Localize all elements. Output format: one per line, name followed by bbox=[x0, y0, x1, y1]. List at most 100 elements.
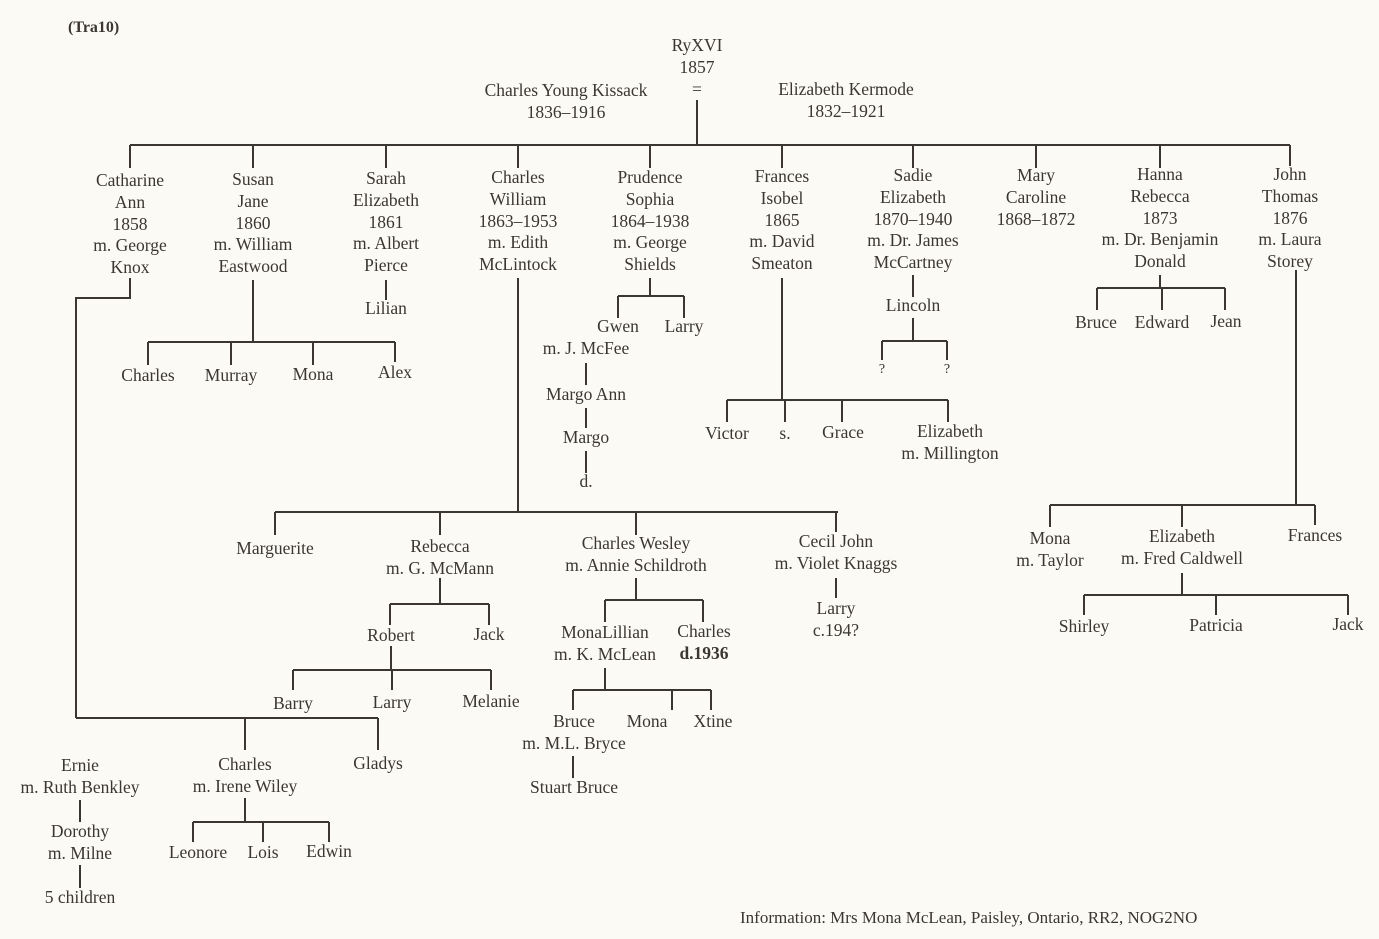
person-label-line: Bruce bbox=[1075, 312, 1117, 332]
person-label-line: Gwen bbox=[597, 316, 639, 336]
person-label-line: m. Millington bbox=[901, 442, 999, 463]
person-label-line: Victor bbox=[705, 423, 749, 443]
person-label-line: d.1936 bbox=[679, 642, 729, 663]
person-label-line: Margo bbox=[562, 427, 610, 447]
person-label-line: Larry bbox=[664, 316, 704, 336]
person-label-line: 1858 bbox=[112, 213, 148, 234]
person-label-line: Jack bbox=[473, 624, 505, 644]
person-label-line: m. Dr. Benjamin bbox=[1101, 229, 1219, 250]
person-label-line: Xtine bbox=[693, 711, 733, 731]
person-label-line: Rebecca bbox=[1130, 185, 1190, 206]
person-label-line: Alex bbox=[377, 362, 413, 382]
person-label-line: m. Ruth Benkley bbox=[20, 776, 140, 797]
person-p-larry: Larry bbox=[665, 316, 704, 338]
person-leonore: Leonore bbox=[169, 842, 227, 864]
person-label-line: m. Dr. James bbox=[867, 230, 959, 251]
person-label-line: Charles Young Kissack bbox=[484, 80, 648, 100]
person-label-line: Margo Ann bbox=[546, 384, 626, 404]
person-lincoln: Lincoln bbox=[886, 295, 940, 317]
person-label-line: Ernie bbox=[61, 755, 99, 775]
person-label-line: m. M.L. Bryce bbox=[522, 732, 626, 753]
person-label-line: Marguerite bbox=[236, 538, 314, 558]
person-label-line: Gladys bbox=[353, 753, 403, 773]
person-label-line: Charles bbox=[491, 167, 545, 187]
information-source: Information: Mrs Mona McLean, Paisley, O… bbox=[740, 908, 1198, 927]
person-label-line: Larry bbox=[372, 692, 412, 712]
person-label-line: Pierce bbox=[364, 255, 408, 276]
person-label-line: Mary bbox=[1017, 165, 1055, 185]
person-label-line: McLintock bbox=[479, 254, 557, 275]
person-label-line: 1836–1916 bbox=[526, 101, 606, 122]
person-shirley: Shirley bbox=[1059, 616, 1110, 638]
person-f-s: s. bbox=[779, 423, 790, 445]
person-label-line: m. Fred Caldwell bbox=[1121, 547, 1243, 568]
person-label-line: Lois bbox=[247, 842, 279, 862]
person-label-line: Sarah bbox=[366, 168, 406, 188]
person-label-line: John bbox=[1273, 164, 1307, 184]
person-label-line: m. Albert bbox=[352, 233, 420, 254]
person-label-line: Patricia bbox=[1189, 615, 1243, 635]
person-label-line: Larry bbox=[816, 598, 856, 618]
person-margo-d: d. bbox=[579, 471, 592, 493]
person-m-mona: Mona bbox=[627, 711, 668, 733]
person-label-line: s. bbox=[779, 423, 791, 443]
person-alex: Alex bbox=[378, 362, 412, 384]
person-label-line: Prudence bbox=[617, 167, 683, 187]
person-label-line: m. Annie Schildroth bbox=[565, 554, 707, 575]
person-grace: Grace bbox=[822, 422, 864, 444]
person-label-line: Susan bbox=[232, 169, 274, 189]
person-label-line: m. Edith bbox=[487, 232, 549, 253]
person-label-line: Barry bbox=[273, 693, 313, 713]
person-gwen: Gwen bbox=[597, 316, 639, 338]
person-lilian: Lilian bbox=[365, 298, 407, 320]
person-label-line: Edward bbox=[1134, 312, 1190, 332]
person-gladys: Gladys bbox=[353, 753, 403, 775]
person-j-frances: Frances bbox=[1288, 525, 1342, 547]
person-label-line: 1861 bbox=[368, 211, 404, 232]
person-label-line: Elizabeth bbox=[916, 421, 984, 441]
person-label-line: Sophia bbox=[625, 188, 675, 209]
person-label-line: RyXVI bbox=[671, 35, 723, 55]
person-label-line: Shirley bbox=[1058, 616, 1110, 636]
person-label-line: Cecil John bbox=[798, 531, 874, 551]
person-label-line: Charles bbox=[677, 621, 731, 641]
person-label-line: Shields bbox=[624, 254, 676, 275]
person-label-line: Bruce bbox=[553, 711, 595, 731]
person-label-line: 1832–1921 bbox=[806, 100, 886, 121]
person-label-line: 1868–1872 bbox=[996, 208, 1076, 229]
person-label-line: Grace bbox=[822, 422, 864, 442]
person-label-line: m. Taylor bbox=[1016, 549, 1084, 570]
person-label-line: Robert bbox=[367, 625, 415, 645]
person-stuart: Stuart Bruce bbox=[530, 777, 618, 799]
person-edward: Edward bbox=[1135, 312, 1189, 334]
person-label-line: 1857 bbox=[679, 56, 715, 77]
person-label-line: Lilian bbox=[365, 298, 407, 318]
person-label-line: McCartney bbox=[873, 252, 953, 273]
person-label-line: d. bbox=[579, 471, 593, 491]
person-h-bruce: Bruce bbox=[1075, 312, 1117, 334]
person-margo-ann: Margo Ann bbox=[546, 384, 626, 406]
person-label-line: Lincoln bbox=[885, 295, 941, 315]
person-label-line: 1864–1938 bbox=[610, 210, 690, 231]
person-label-line: 1865 bbox=[764, 209, 800, 230]
person-label-line: 1870–1940 bbox=[873, 208, 953, 229]
person-label-line: 1863–1953 bbox=[478, 210, 558, 231]
person-label-line: Mona bbox=[1029, 528, 1071, 548]
